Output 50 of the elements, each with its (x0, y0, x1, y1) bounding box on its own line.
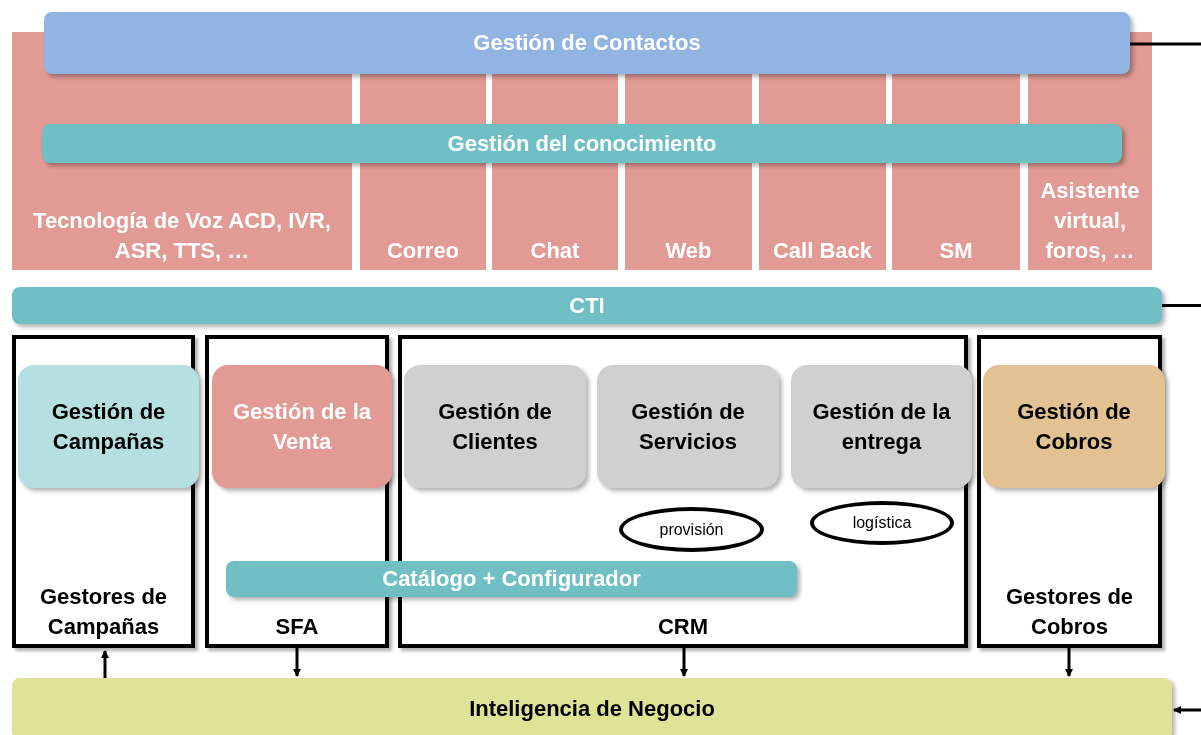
node-label: Inteligencia de Negocio (469, 695, 715, 723)
ellipse-label: provisión (659, 519, 724, 540)
system-label: Gestores de Campañas (38, 583, 169, 641)
channel-column (1028, 163, 1152, 270)
node-label: Gestión de Contactos (473, 29, 701, 57)
channel-column (625, 163, 752, 270)
channel-column (360, 163, 486, 270)
system-label: CRM (656, 613, 710, 641)
system-label: Gestores de Cobros (1004, 583, 1135, 641)
knowledge-bar (42, 124, 1122, 163)
arrow (680, 648, 688, 677)
node-label: Gestión de la Venta (231, 397, 373, 456)
arrow (293, 648, 301, 677)
cti-bar (12, 287, 1162, 324)
node-label: Chat (529, 237, 581, 265)
arrow (101, 650, 109, 678)
module-card (791, 365, 972, 488)
node-label: Catálogo + Configurador (382, 565, 641, 593)
connector-line (1130, 42, 1201, 46)
arrow (1065, 648, 1073, 677)
business-intelligence-bar (12, 678, 1172, 735)
channel-column (492, 163, 618, 270)
module-card (597, 365, 779, 488)
system-frame (977, 335, 1162, 648)
node-label: SM (938, 237, 974, 265)
node-label: Tecnología de Voz ACD, IVR, ASR, TTS, … (32, 207, 332, 265)
node-label: Asistente virtual, foros, … (1039, 177, 1141, 265)
node-label: Gestión de la entrega (811, 397, 952, 456)
ellipse-label: logística (852, 513, 912, 533)
module-card (212, 365, 392, 488)
node-label: Web (664, 237, 713, 265)
node-label: CTI (569, 291, 605, 320)
channel-column (892, 163, 1020, 270)
node-label: Gestión de Campañas (50, 397, 167, 456)
module-card (404, 365, 586, 488)
module-card (18, 365, 199, 488)
node-label: Call Back (771, 237, 874, 265)
node-label: Gestión de Clientes (437, 397, 553, 456)
contacts-bar (44, 12, 1130, 74)
node-label: Correo (385, 237, 461, 265)
node-label: Gestión del conocimiento (447, 129, 717, 158)
system-label: SFA (274, 613, 320, 641)
catalog-bar (226, 561, 797, 597)
arrow (1173, 706, 1201, 714)
module-card (983, 365, 1165, 488)
channel-column (759, 163, 886, 270)
node-label: Gestión de Cobros (1016, 397, 1132, 456)
node-label: Gestión de Servicios (630, 397, 746, 456)
channel-column (12, 163, 352, 270)
connector-line (1162, 304, 1201, 307)
